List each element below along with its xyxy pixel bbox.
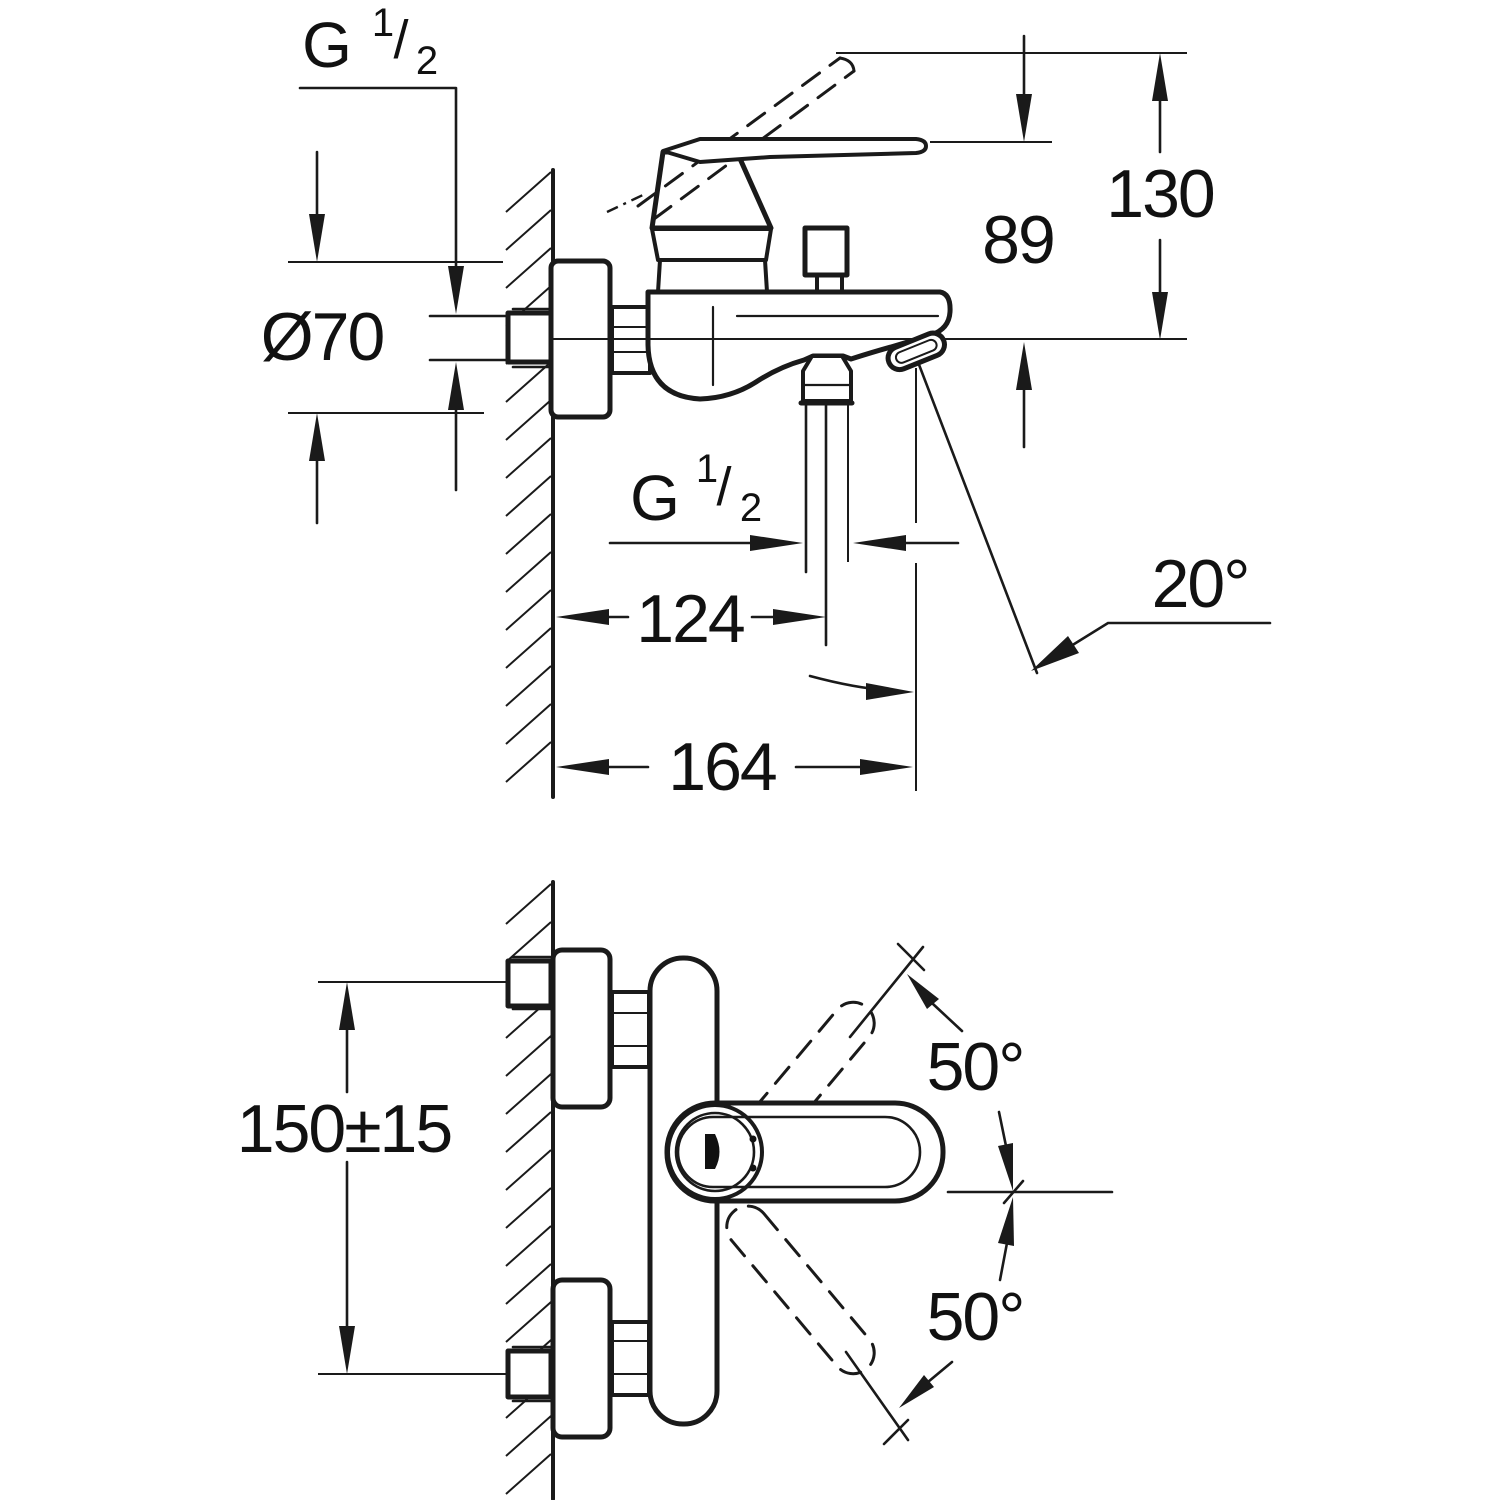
connection-spacing-label: 150±15 — [237, 1091, 451, 1167]
thread-hose-label-slash: / — [716, 457, 731, 517]
faucet-body-side — [645, 289, 953, 402]
supply-elbow — [428, 307, 555, 369]
wall-hatching-side — [505, 168, 555, 799]
thread-hose-label-num: 1 — [696, 447, 718, 491]
lever-pivot-outer — [666, 1103, 764, 1201]
lower-mounting-bolt — [505, 1345, 555, 1403]
side-view: G 1 / 2 Ø70 89 130 — [261, 1, 1272, 805]
dashed-lever-down — [725, 1204, 876, 1376]
lever-pivot-inner — [674, 1111, 756, 1193]
dimension-body-height: 89 — [982, 34, 1056, 449]
dimension-thread-top: G 1 / 2 — [298, 1, 464, 492]
thread-hose-label-g: G — [630, 462, 680, 534]
lever-handle-front — [664, 1100, 946, 1204]
spout-outlet — [885, 330, 947, 373]
thread-top-label-g: G — [302, 9, 352, 81]
body-height-label: 89 — [982, 202, 1054, 278]
dimension-connection-spacing: 150±15 — [237, 981, 507, 1375]
thread-top-label-slash: / — [393, 10, 408, 70]
pivot-mark — [705, 1134, 720, 1169]
upper-mounting-bolt — [505, 955, 555, 1011]
dimension-overall-height: 130 — [1106, 53, 1216, 340]
dimension-thread-hose: G 1 / 2 — [608, 447, 960, 551]
thread-top-label-num: 1 — [372, 1, 394, 45]
dimension-swing-up: 50° — [848, 942, 1025, 1191]
cartridge-dome — [649, 149, 774, 294]
lever-side — [661, 137, 928, 164]
wall-to-hose-label: 124 — [636, 581, 744, 657]
overall-height-label: 130 — [1106, 156, 1214, 232]
lower-escutcheon-front — [550, 1277, 613, 1440]
front-view: 150±15 50° 50° — [237, 880, 1114, 1500]
handle-centerline — [946, 1179, 1114, 1205]
swing-down-label: 50° — [927, 1279, 1024, 1355]
diverter-knob — [802, 225, 850, 294]
swing-up-label: 50° — [927, 1029, 1024, 1105]
upper-hex-nut-front — [610, 990, 651, 1069]
thread-hose-label-den: 2 — [740, 486, 762, 530]
upper-escutcheon-front — [550, 947, 613, 1110]
dimension-spout-angle: 20° — [808, 546, 1272, 700]
dimension-swing-down: 50° — [844, 1197, 1025, 1446]
shower-hose — [804, 402, 828, 647]
escutcheon-diameter-label: Ø70 — [261, 299, 384, 375]
dimension-escutcheon-diameter: Ø70 — [261, 150, 503, 525]
shower-hose-connector — [798, 354, 855, 406]
dimension-wall-to-hose: 124 — [556, 581, 826, 657]
thread-top-label-den: 2 — [416, 39, 438, 83]
spout-angle-label: 20° — [1152, 546, 1249, 622]
reference-lines-side — [836, 52, 1187, 791]
dimension-wall-to-spout: 164 — [556, 729, 913, 805]
wall-to-spout-label: 164 — [668, 729, 776, 805]
body-detail-lines — [711, 305, 940, 387]
lower-hex-nut-front — [610, 1320, 651, 1397]
